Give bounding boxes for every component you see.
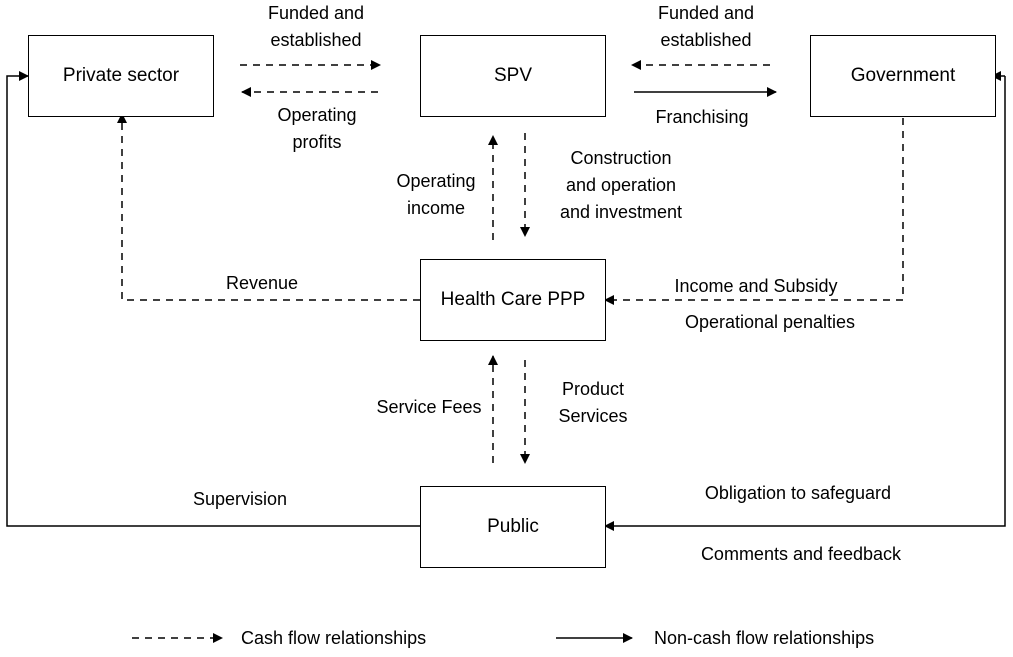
label-franchising: Franchising — [655, 107, 749, 127]
arrow-revenue — [117, 113, 420, 301]
label-obligation: Obligation to safeguard — [704, 483, 892, 503]
label-revenue: Revenue — [225, 273, 299, 293]
node-health-care-ppp: Health Care PPP — [420, 259, 606, 341]
label-supervision: Supervision — [192, 489, 288, 509]
node-government: Government — [810, 35, 996, 117]
arrow-supervision — [6, 71, 420, 527]
label-operational-penalties: Operational penalties — [684, 312, 856, 332]
arrow-obligation — [604, 76, 1006, 531]
label-income-subsidy: Income and Subsidy — [674, 276, 838, 296]
node-spv: SPV — [420, 35, 606, 117]
label-service-fees: Service Fees — [376, 397, 482, 417]
node-public: Public — [420, 486, 606, 568]
legend-cash-flow-label: Cash flow relationships — [241, 628, 427, 648]
legend-non-cash-flow-label: Non-cash flow relationships — [654, 628, 875, 648]
label-comments: Comments and feedback — [700, 544, 902, 564]
arrow-income-subsidy — [604, 118, 904, 305]
node-private-sector: Private sector — [28, 35, 214, 117]
